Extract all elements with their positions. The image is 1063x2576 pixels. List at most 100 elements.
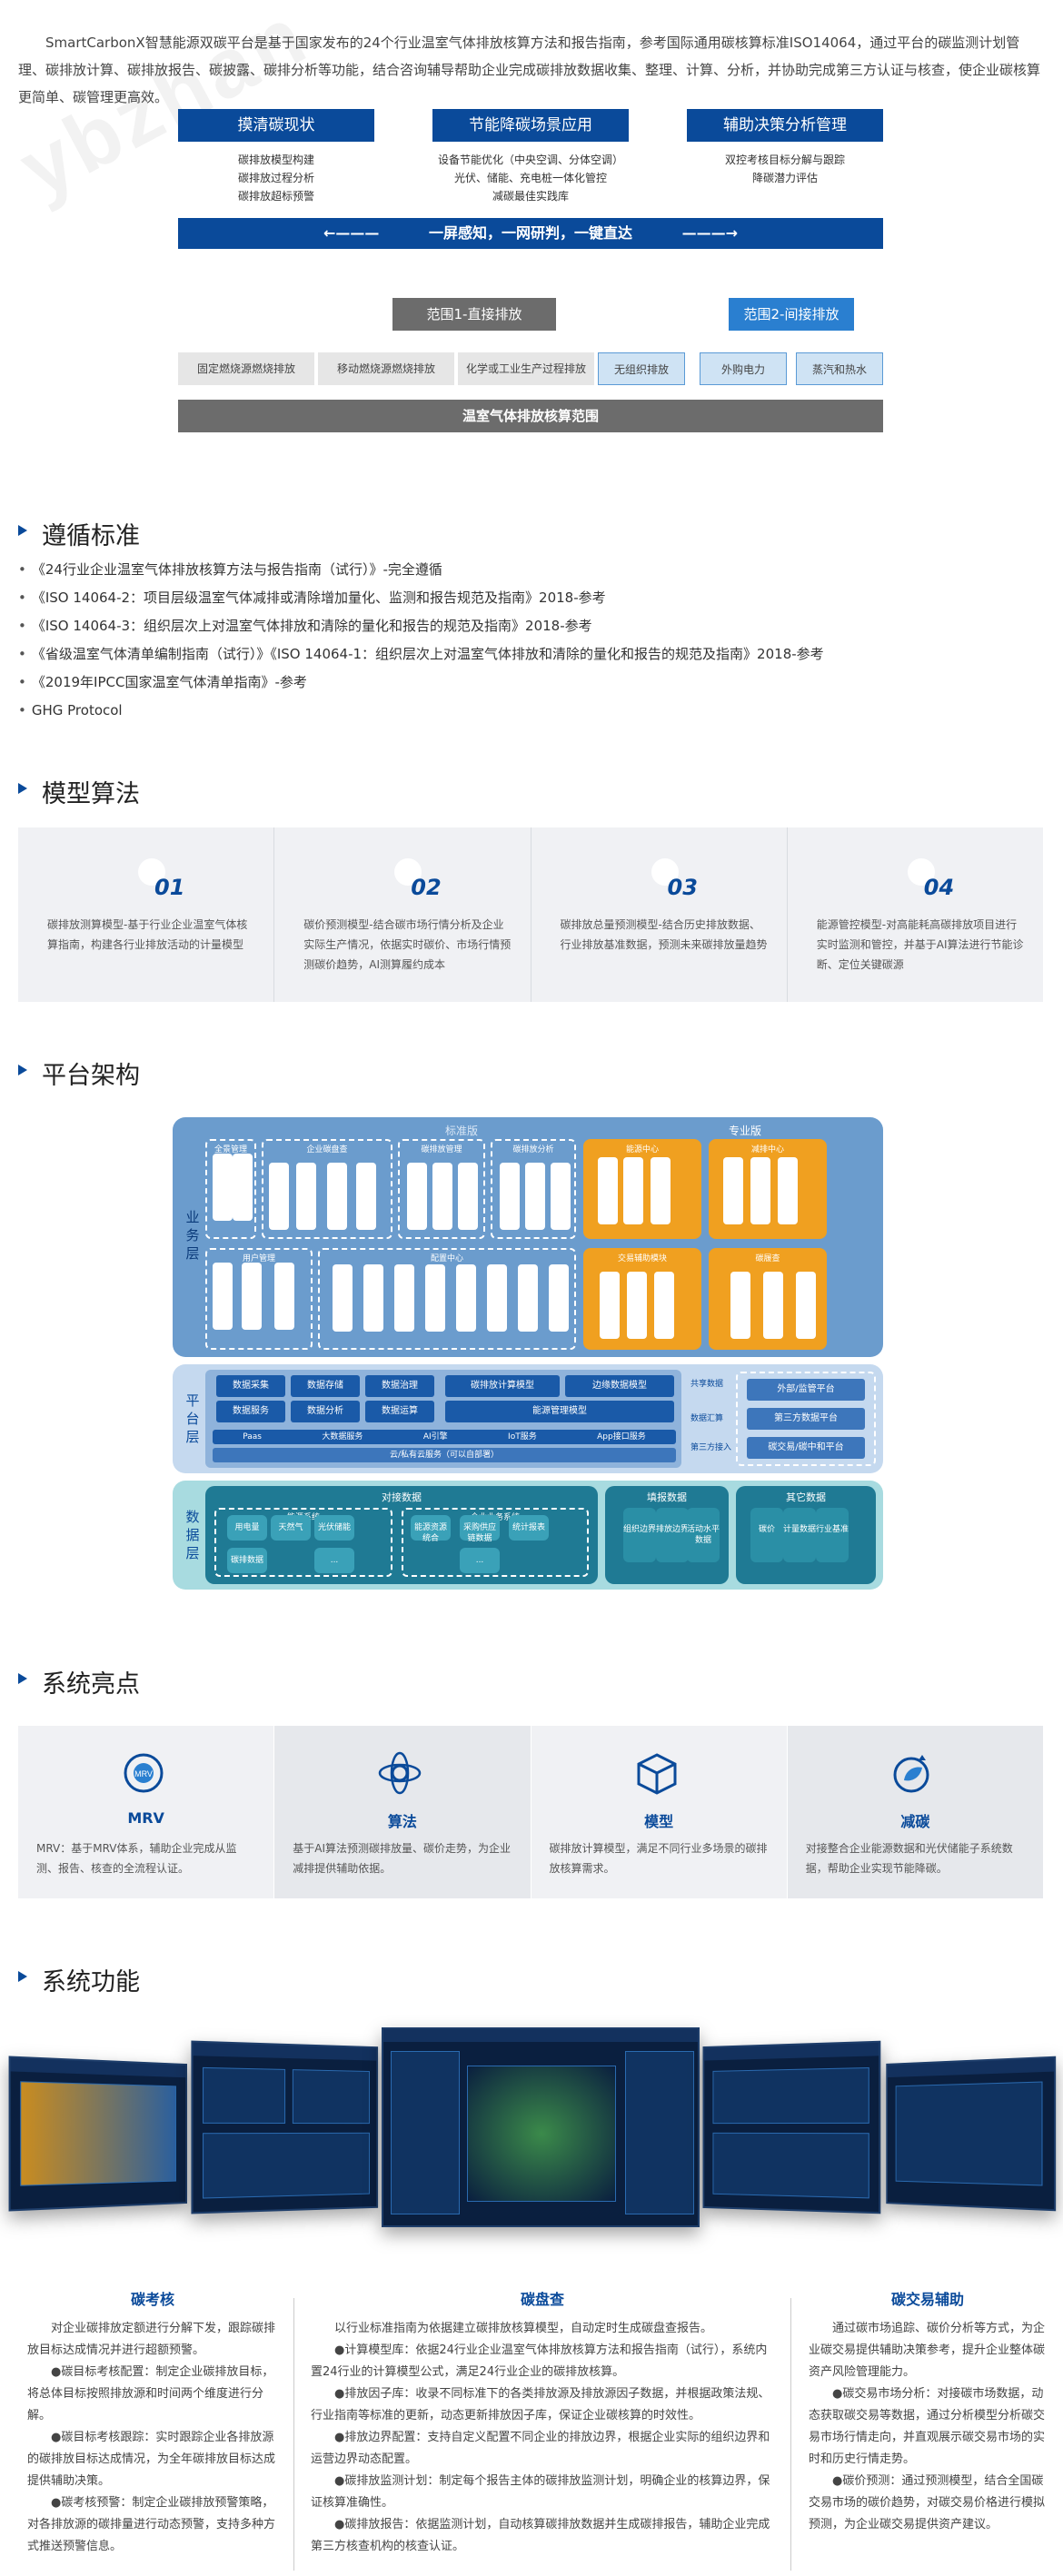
model-card: 02 碳价预测模型-结合碳市场行情分析及企业实际生产情况，依据实时碳价、市场行情… [274,827,531,1002]
divider [293,2298,294,2571]
highlight-title: 算法 [274,1809,530,1831]
standard-item: GHG Protocol [18,697,824,725]
function-title: 碳考核 [27,2289,278,2311]
function-para: ●排放边界配置：支持自定义配置不同企业的排放边界，根据企业实际的组织边界和运营边… [311,2427,774,2471]
model-number: 02 [411,875,441,900]
platform-side-label: 第三方接入 [690,1441,731,1452]
function-title: 碳交易辅助 [809,2289,1047,2311]
reduce-carbon-icon [889,1749,937,1797]
data-item: ... [460,1548,500,1573]
screen-thumb [886,2056,1056,2212]
platform-tag: 数据分析 [291,1401,360,1422]
scope-item: 光伏、储能、充电桩一体化管控 [414,169,647,187]
function-column: 碳考核 对企业碳排放定额进行分解下发，跟踪碳排放目标达成情况并进行超额预警。 ●… [27,2289,278,2558]
highlight-desc: 基于AI算法预测碳排放量、碳价走势，为企业减排提供辅助依据。 [293,1838,512,1878]
module-card [213,1154,233,1221]
external-platform: 外部/监管平台 [747,1379,865,1401]
highlight-card: 减碳 对接整合企业能源数据和光伏储能子系统数据，帮助企业实现节能降碳。 [788,1726,1043,1898]
module-card [500,1163,520,1230]
scope-item: 碳排放超标预警 [178,187,374,205]
standard-item: 《ISO 14064-3：组织层次上对温室气体排放和清除的量化和报告的规范及指南… [18,612,824,640]
section-title-standards: 遵循标准 [18,516,140,551]
highlight-title: 减碳 [788,1809,1043,1831]
module-card [518,1264,538,1332]
highlight-card: MRV MRV MRV：基于MRV体系，辅助企业完成从监测、报告、核查的全流程认… [18,1726,274,1898]
data-item: 天然气 [271,1515,311,1541]
function-para: ●碳排放监测计划：制定每个报告主体的碳排放监测计划，明确企业的核算边界，保证核算… [311,2471,774,2514]
platform-foot: 云/私有云服务（可以自部署） [213,1448,676,1462]
highlight-card: 算法 基于AI算法预测碳排放量、碳价走势，为企业减排提供辅助依据。 [274,1726,531,1898]
scope-footer: 温室气体排放核算范围 [178,400,883,432]
model-text: 碳排放测算模型-基于行业企业温室气体核算指南，构建各行业排放活动的计量模型 [47,915,257,955]
highlights-panel: MRV MRV MRV：基于MRV体系，辅助企业完成从监测、报告、核查的全流程认… [18,1726,1043,1898]
module-card [600,1272,620,1339]
highlight-title: MRV [18,1809,273,1827]
module-card [425,1264,445,1332]
layer-label: 数据层 [182,1508,204,1562]
layer-label: 业务层 [182,1208,204,1263]
scope-item: 设备节能优化（中央空调、分体空调） [414,151,647,169]
scope-source: 外购电力 [700,352,787,385]
module-card [778,1157,798,1224]
section-title-highlights: 系统亮点 [18,1664,140,1699]
scope-source: 无组织排放 [598,352,685,385]
scope-box-title: 节能降碳场景应用 [432,109,629,142]
range1-label: 范围1-直接排放 [392,298,556,331]
screen-thumb [9,2056,187,2211]
model-card: 01 碳排放测算模型-基于行业企业温室气体核算指南，构建各行业排放活动的计量模型 [18,827,274,1002]
module-card [333,1264,353,1332]
model-number: 04 [924,875,954,900]
slogan-bar: ←——— 一屏感知，一网研判，一键直达 ———→ [178,218,883,249]
module-card [296,1163,316,1230]
module-card [487,1264,507,1332]
platform-tag: 数据采集 [216,1375,285,1397]
highlight-desc: MRV：基于MRV体系，辅助企业完成从监测、报告、核查的全流程认证。 [36,1838,255,1878]
function-column: 碳交易辅助 通过碳市场追踪、碳价分析等方式，为企业碳交易提供辅助决策参考，提升企… [809,2289,1047,2536]
module-card [432,1163,452,1230]
module-card [407,1163,427,1230]
divider [790,2298,791,2571]
scope-source: 化学或工业生产过程排放 [458,352,594,385]
function-para: ●计算模型库：依据24行业企业温室气体排放核算方法和报告指南（试行），系统内置2… [311,2340,774,2383]
data-item: 组织边界 [623,1508,656,1562]
module-card [623,1157,643,1224]
platform-tag: 数据存储 [291,1375,360,1397]
module-card [242,1263,262,1330]
slogan-text: 一屏感知，一网研判，一键直达 [429,224,632,242]
external-platform: 第三方数据平台 [747,1408,865,1430]
standards-list: 《24行业企业温室气体排放核算方法与报告指南（试行）》-完全遵循 《ISO 14… [18,556,824,725]
algorithm-icon [376,1749,423,1797]
function-para: ●碳交易市场分析：对接碳市场数据，动态获取碳交易等数据，通过分析模型分析碳交易市… [809,2383,1047,2471]
standard-item: 《省级温室气体清单编制指南（试行）》《ISO 14064-1：组织层次上对温室气… [18,640,824,669]
highlight-desc: 碳排放计算模型，满足不同行业多场景的碳排放核算需求。 [550,1838,769,1878]
model-number: 03 [668,875,698,900]
model-text: 碳价预测模型-结合碳市场行情分析及企业实际生产情况，依据实时碳价、市场行情预测碳… [303,915,513,975]
data-item: 统计报表 [509,1515,549,1541]
module-card [627,1272,647,1339]
scope-item: 双控考核目标分解与跟踪 [687,151,883,169]
module-card [458,1163,478,1230]
module-card [654,1272,674,1339]
function-para: 通过碳市场追踪、碳价分析等方式，为企业碳交易提供辅助决策参考，提升企业整体碳资产… [809,2318,1047,2383]
svg-text:MRV: MRV [134,1769,153,1778]
platform-bar: Paas大数据服务AI引擎IoT服务App接口服务 [213,1430,676,1444]
module-card [598,1157,618,1224]
module-card [525,1163,545,1230]
model-text: 能源管控模型-对高能耗高碳排放项目进行实时监测和管控，并基于AI算法进行节能诊断… [817,915,1027,975]
business-layer: 业务层 标准版 专业版 全景管理 企业碳盘查 碳排放管理 碳排放分析 能源中心 … [173,1117,883,1357]
module-card [730,1272,750,1339]
highlight-title: 模型 [532,1809,787,1831]
section-title-model: 模型算法 [18,774,140,809]
module-card [213,1263,233,1330]
data-item: 碳价 [750,1508,783,1562]
section-title-arch: 平台架构 [18,1055,140,1091]
platform-tag: 碳排放计算模型 [445,1375,560,1397]
data-item: 计量数据 [783,1508,816,1562]
arrow-left-icon: ←——— [323,218,379,249]
scope-item: 碳排放模型构建 [178,151,374,169]
function-title: 碳盘查 [311,2289,774,2311]
scope-box-title: 摸清碳现状 [178,109,374,142]
module-card [796,1272,816,1339]
data-item: 排放边界 [656,1508,689,1562]
function-para: 对企业碳排放定额进行分解下发，跟踪碳排放目标达成情况并进行超额预警。 [27,2318,278,2362]
